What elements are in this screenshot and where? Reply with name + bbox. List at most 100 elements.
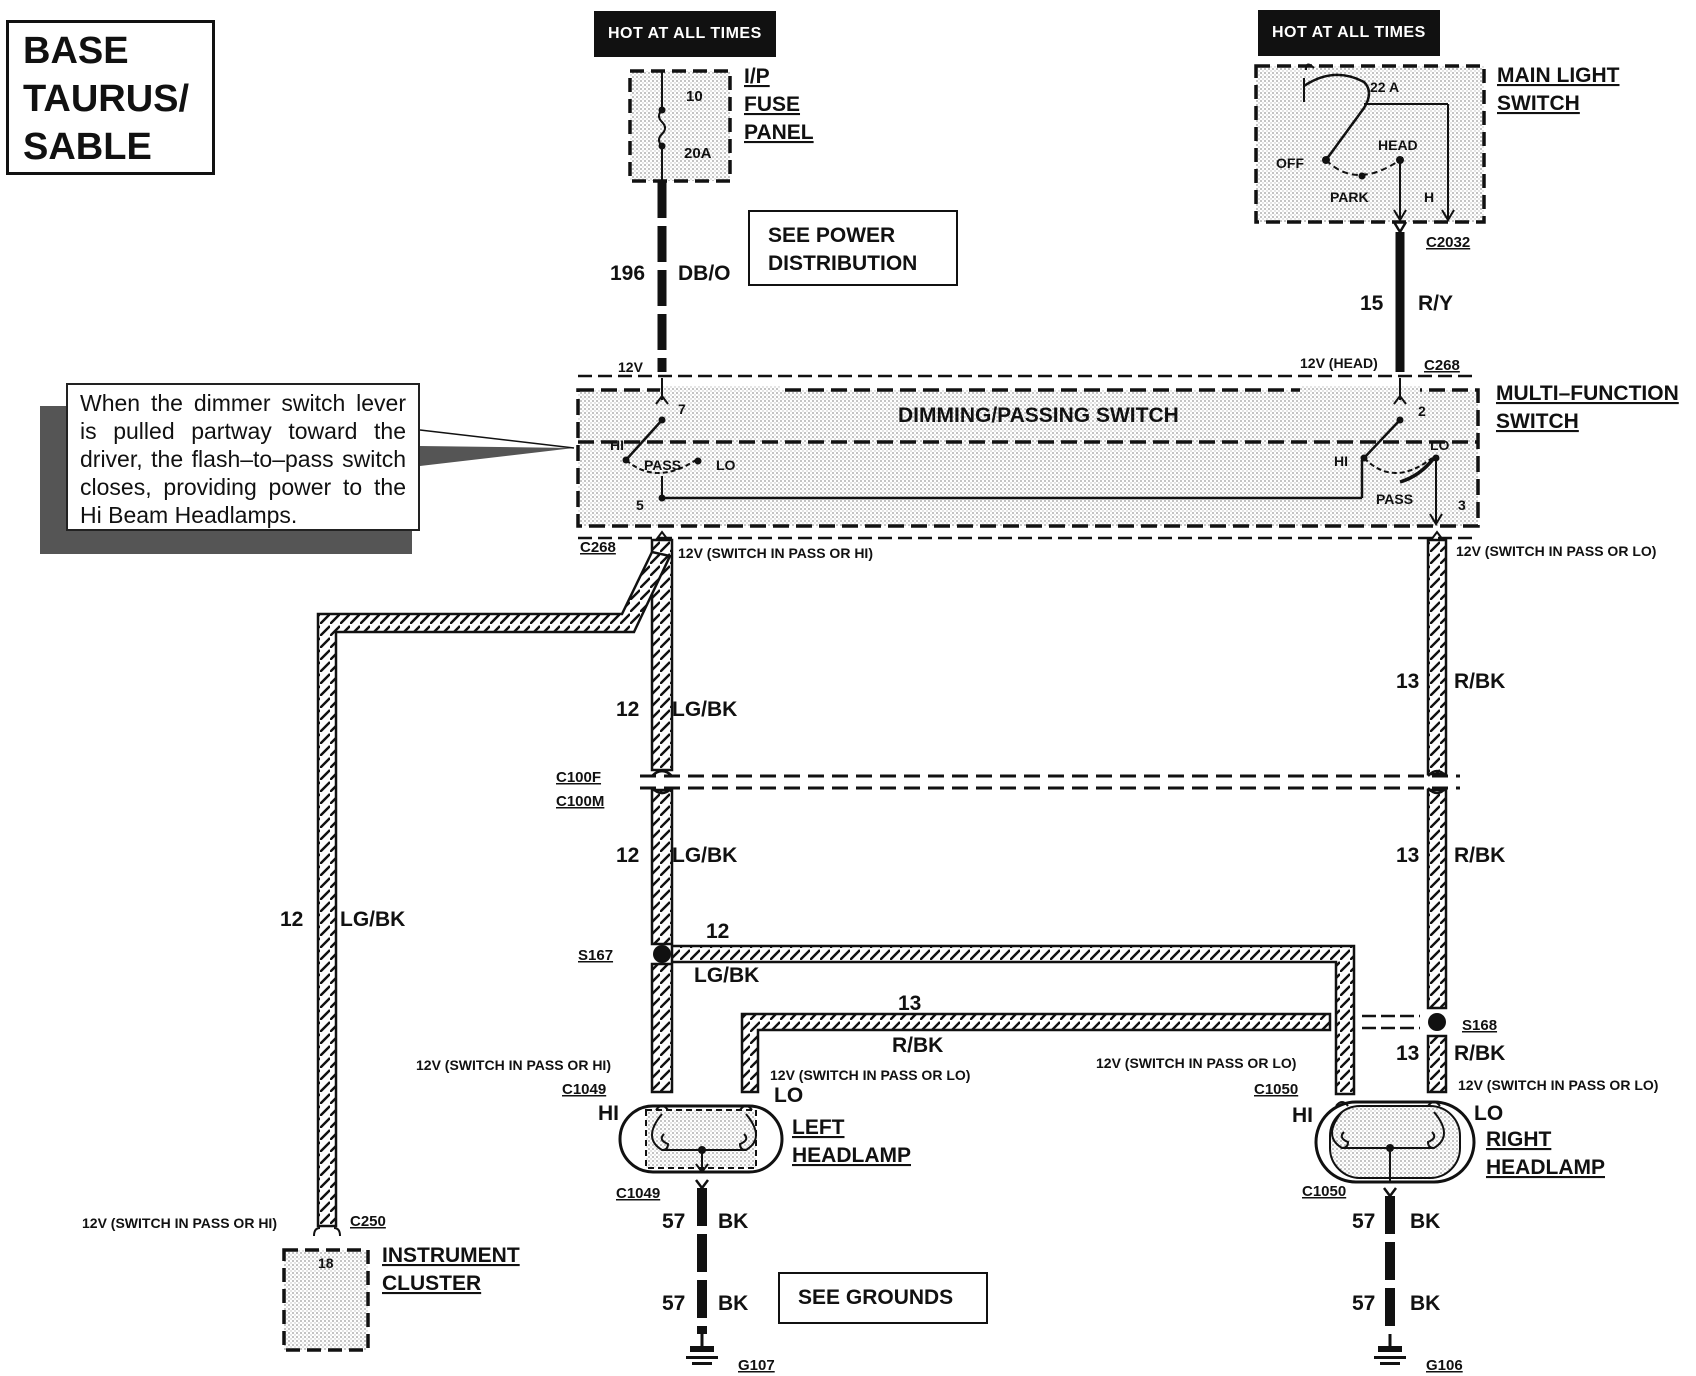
voltage-pass-hi-top: 12V (SWITCH IN PASS OR HI) bbox=[678, 545, 873, 561]
instrument-cluster-label: INSTRUMENT bbox=[382, 1244, 520, 1267]
hot-at-all-times-right: HOT AT ALL TIMES bbox=[1258, 10, 1440, 56]
multi-function-switch-label: MULTI–FUNCTION bbox=[1496, 382, 1679, 405]
right-switch-pass: PASS bbox=[1376, 491, 1413, 507]
main-switch-off: OFF bbox=[1276, 155, 1304, 171]
fuse-panel-label: I/P bbox=[744, 65, 770, 88]
wire-13-number-s168: 13 bbox=[1396, 1042, 1419, 1065]
wire-196-color: DB/O bbox=[678, 262, 731, 285]
multi-function-switch: 7 HI PASS LO 5 DIMMING/PASSING SWITCH 2 … bbox=[576, 374, 1480, 540]
dimming-passing-switch-label: DIMMING/PASSING SWITCH bbox=[898, 404, 1179, 427]
right-headlamp-label: RIGHT bbox=[1486, 1128, 1552, 1151]
see-power-line: SEE POWER bbox=[768, 224, 896, 247]
fuse-panel-label: FUSE bbox=[744, 93, 800, 116]
splice-s168-label: S168 bbox=[1462, 1017, 1497, 1034]
wire-13-main bbox=[1426, 538, 1448, 1094]
wire-57-color-left-b: BK bbox=[718, 1292, 748, 1315]
wire-13-number-branch: 13 bbox=[898, 992, 921, 1015]
wire-12-cluster bbox=[316, 550, 672, 1228]
left-switch-pass: PASS bbox=[644, 457, 681, 473]
main-switch-head: HEAD bbox=[1378, 137, 1418, 153]
fuse-number: 10 bbox=[686, 88, 703, 105]
voltage-pass-hi-left: 12V (SWITCH IN PASS OR HI) bbox=[416, 1057, 611, 1073]
title-line: SABLE bbox=[23, 126, 152, 168]
connector-c268-top: C268 bbox=[1424, 357, 1460, 374]
right-switch-hi: HI bbox=[1334, 453, 1348, 469]
connector-c1049-bottom: C1049 bbox=[616, 1185, 660, 1202]
hot-at-all-times-left: HOT AT ALL TIMES bbox=[594, 11, 776, 57]
callout-pointer-shadow bbox=[420, 446, 574, 466]
callout-note: When the dimmer switch lever is pulled p… bbox=[66, 383, 420, 531]
wire-57-color-left-a: BK bbox=[718, 1210, 748, 1233]
left-switch-hi: HI bbox=[610, 437, 624, 453]
pin-7: 7 bbox=[678, 401, 686, 417]
wire-13-number-lower: 13 bbox=[1396, 844, 1419, 867]
voltage-pass-lo-right-b: 12V (SWITCH IN PASS OR LO) bbox=[1458, 1077, 1658, 1093]
voltage-pass-lo-right-a: 12V (SWITCH IN PASS OR LO) bbox=[1096, 1055, 1296, 1071]
cluster-pin: 18 bbox=[318, 1255, 334, 1271]
left-headlamp-hi: HI bbox=[598, 1102, 619, 1125]
splice-s167 bbox=[653, 945, 671, 963]
wire-57-color-right-b: BK bbox=[1410, 1292, 1440, 1315]
wire-13-color-s168: R/BK bbox=[1454, 1042, 1505, 1065]
left-switch-lo: LO bbox=[716, 457, 736, 473]
see-grounds-box[interactable]: SEE GROUNDS bbox=[778, 1272, 988, 1324]
main-switch-h: H bbox=[1424, 189, 1434, 205]
wire-15-color: R/Y bbox=[1418, 292, 1453, 315]
wire-13-color-lower: R/BK bbox=[1454, 844, 1505, 867]
wire-12-number-cluster: 12 bbox=[280, 908, 303, 931]
connector-c268-left: C268 bbox=[580, 539, 616, 556]
pin-2: 2 bbox=[1418, 403, 1426, 419]
connector-c2032: C2032 bbox=[1426, 234, 1470, 251]
wire-12-color-cluster: LG/BK bbox=[340, 908, 405, 931]
left-headlamp-lo: LO bbox=[774, 1084, 803, 1107]
splice-s168 bbox=[1428, 1013, 1446, 1031]
wire-57-number-right-a: 57 bbox=[1352, 1210, 1375, 1233]
main-light-switch: 22 A OFF HEAD PARK H bbox=[1254, 63, 1486, 224]
callout-pointer bbox=[419, 429, 575, 449]
wire-57-number-left-a: 57 bbox=[662, 1210, 685, 1233]
fuse-amps: 20A bbox=[684, 145, 712, 162]
wire-196-number: 196 bbox=[610, 262, 645, 285]
main-light-switch-label: SWITCH bbox=[1497, 92, 1580, 115]
connector-c1050-top: C1050 bbox=[1254, 1081, 1298, 1098]
wire-12-branch bbox=[670, 944, 1356, 1096]
wire-15-number: 15 bbox=[1360, 292, 1384, 315]
wire-12-number-lower: 12 bbox=[616, 844, 639, 867]
main-switch-park: PARK bbox=[1330, 189, 1369, 205]
left-headlamp-label: HEADLAMP bbox=[792, 1144, 911, 1167]
see-power-distribution-box[interactable]: SEE POWER DISTRIBUTION bbox=[748, 210, 958, 286]
splice-s167-label: S167 bbox=[578, 947, 613, 964]
wire-12-main bbox=[650, 538, 674, 1094]
voltage-12v-head: 12V (HEAD) bbox=[1300, 355, 1378, 371]
instrument-cluster-label: CLUSTER bbox=[382, 1272, 481, 1295]
wire-12-number-upper: 12 bbox=[616, 698, 639, 721]
ground-g106-icon bbox=[1374, 1334, 1406, 1365]
pin-5: 5 bbox=[636, 497, 644, 513]
ground-g106: G106 bbox=[1426, 1357, 1463, 1374]
connector-c100 bbox=[640, 769, 1460, 795]
voltage-pass-hi-cluster: 12V (SWITCH IN PASS OR HI) bbox=[82, 1215, 277, 1231]
wire-12-color-branch: LG/BK bbox=[694, 964, 759, 987]
wire-13-color-branch: R/BK bbox=[892, 1034, 943, 1057]
left-headlamp-label: LEFT bbox=[792, 1116, 845, 1139]
wire-13-number-upper: 13 bbox=[1396, 670, 1419, 693]
pin-3: 3 bbox=[1458, 497, 1466, 513]
voltage-pass-lo-left: 12V (SWITCH IN PASS OR LO) bbox=[770, 1067, 970, 1083]
instrument-cluster: 18 bbox=[282, 1248, 370, 1352]
connector-c1050-bottom: C1050 bbox=[1302, 1183, 1346, 1200]
title-line: BASE bbox=[23, 30, 129, 72]
see-power-line: DISTRIBUTION bbox=[768, 252, 918, 275]
multi-function-switch-label: SWITCH bbox=[1496, 410, 1579, 433]
main-light-switch-label: MAIN LIGHT bbox=[1497, 64, 1620, 87]
connector-c250: C250 bbox=[350, 1213, 386, 1230]
ground-g107: G107 bbox=[738, 1357, 775, 1374]
fuse-panel-label: PANEL bbox=[744, 121, 814, 144]
wire-57-number-right-b: 57 bbox=[1352, 1292, 1375, 1315]
connector-c100m: C100M bbox=[556, 793, 604, 810]
right-headlamp-hi: HI bbox=[1292, 1104, 1313, 1127]
right-headlamp bbox=[1314, 1100, 1476, 1184]
ground-g107-icon bbox=[686, 1334, 718, 1365]
wire-12-color-lower: LG/BK bbox=[672, 844, 737, 867]
wire-57-number-left-b: 57 bbox=[662, 1292, 685, 1315]
